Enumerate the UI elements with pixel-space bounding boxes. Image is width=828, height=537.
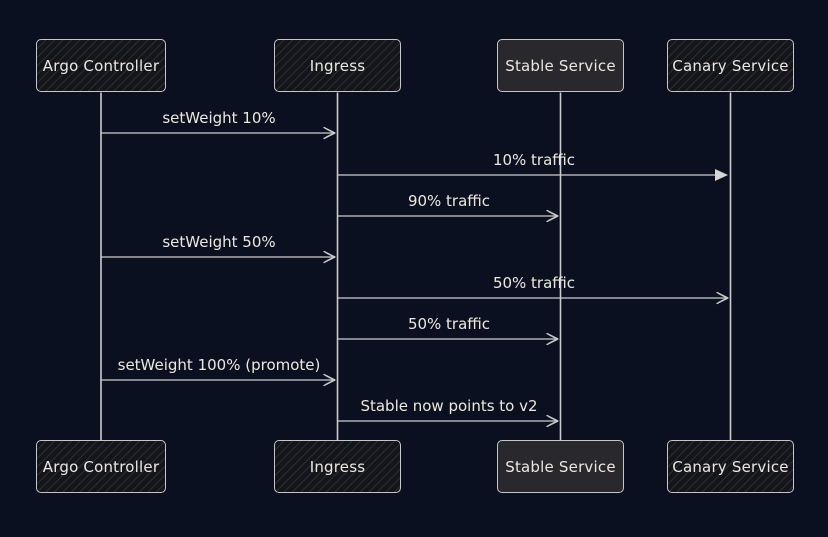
actor-label: Ingress (309, 56, 366, 75)
actor-label: Stable Service (505, 457, 616, 476)
actor-bottom-argo-controller: Argo Controller (36, 440, 166, 493)
message-label-50-traffic-canary: 50% traffic (492, 274, 576, 292)
message-label-50-traffic-stable: 50% traffic (407, 315, 491, 333)
message-label-setweight-100-promote: setWeight 100% (promote) (117, 356, 321, 374)
message-label-10-traffic: 10% traffic (492, 151, 576, 169)
actor-label: Stable Service (505, 56, 616, 75)
message-label-setweight-10: setWeight 10% (162, 109, 276, 127)
arrowhead-filled-1 (715, 169, 728, 181)
arrowhead-open-sketch-4 (718, 293, 727, 303)
arrowhead-open-sketch-6 (325, 375, 334, 385)
actor-top-canary-service: Canary Service (667, 39, 794, 92)
actor-label: Canary Service (672, 56, 789, 75)
actor-bottom-ingress: Ingress (274, 440, 401, 493)
arrowhead-open-sketch-5 (548, 334, 557, 344)
actor-label: Ingress (309, 457, 366, 476)
actor-label: Argo Controller (42, 457, 160, 476)
actor-top-argo-controller: Argo Controller (36, 39, 166, 92)
actor-label: Argo Controller (42, 56, 160, 75)
arrowhead-open-sketch-0 (325, 128, 334, 138)
message-label-90-traffic: 90% traffic (407, 192, 491, 210)
actor-bottom-stable-service: Stable Service (497, 440, 624, 493)
actor-label: Canary Service (672, 457, 789, 476)
actor-top-stable-service: Stable Service (497, 39, 624, 92)
message-label-setweight-50: setWeight 50% (162, 233, 276, 251)
arrowhead-open-sketch-7 (548, 416, 557, 426)
arrowhead-open-sketch-3 (325, 252, 334, 262)
arrowhead-open-sketch-2 (548, 211, 557, 221)
actor-bottom-canary-service: Canary Service (667, 440, 794, 493)
actor-top-ingress: Ingress (274, 39, 401, 92)
message-label-stable-points-v2: Stable now points to v2 (360, 397, 538, 415)
